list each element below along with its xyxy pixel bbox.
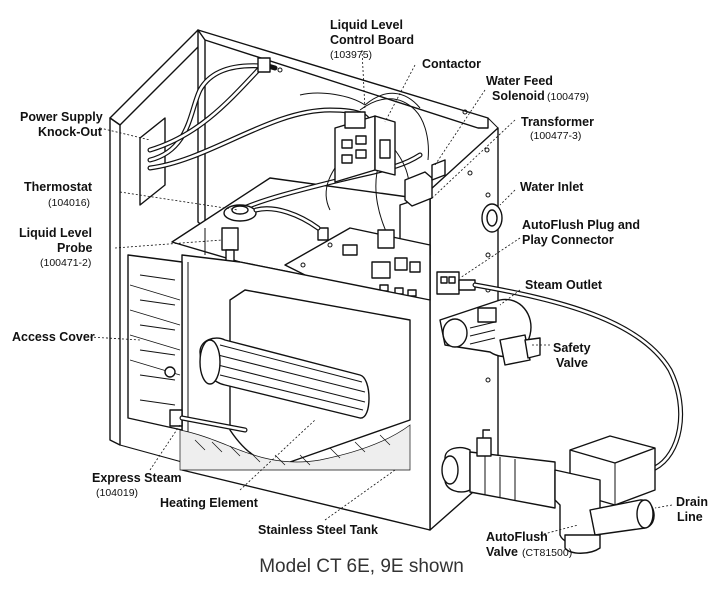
label-access-cover: Access Cover — [12, 330, 95, 344]
label-liquid-level-control-board-2: Control Board — [330, 33, 414, 47]
tank-hatch — [194, 434, 391, 466]
part-water-feed-solenoid: (100479) — [547, 91, 589, 103]
label-liquid-level-control-board-1: Liquid Level — [330, 18, 403, 32]
figure-caption: Model CT 6E, 9E shown — [259, 556, 464, 577]
label-power-supply-2: Knock-Out — [38, 125, 103, 139]
label-transformer: Transformer — [521, 115, 594, 129]
safety-valve — [499, 334, 541, 366]
label-drain-line-1: Drain — [676, 495, 708, 509]
label-water-feed-solenoid-1: Water Feed — [486, 74, 553, 88]
part-autoflush-valve: (CT81500) — [522, 547, 572, 559]
label-safety-valve-2: Valve — [556, 356, 588, 370]
part-liquid-level-control-board: (103975) — [330, 49, 372, 61]
part-liquid-level-probe: (100471-2) — [40, 257, 91, 269]
label-contactor: Contactor — [422, 57, 481, 71]
part-express-steam: (104019) — [96, 487, 138, 499]
drain-cable — [472, 282, 684, 471]
label-autoflush-valve-2: Valve — [486, 545, 518, 559]
water-inlet — [481, 203, 503, 233]
label-safety-valve-1: Safety — [553, 341, 591, 355]
part-transformer: (100477-3) — [530, 130, 581, 142]
label-autoflush-plug-2: Play Connector — [522, 233, 614, 247]
label-autoflush-valve-1: AutoFlush — [486, 530, 548, 544]
part-thermostat: (104016) — [48, 197, 90, 209]
label-liquid-level-probe-2: Probe — [57, 241, 92, 255]
label-water-inlet: Water Inlet — [520, 180, 584, 194]
label-liquid-level-probe-1: Liquid Level — [19, 226, 92, 240]
heating-element — [199, 337, 370, 419]
label-stainless-steel-tank: Stainless Steel Tank — [258, 523, 378, 537]
label-express-steam: Express Steam — [92, 471, 182, 485]
autoflush-plug-connector — [436, 271, 476, 295]
leader-lines — [89, 49, 673, 536]
contactor — [334, 111, 396, 183]
control-board — [284, 227, 431, 306]
label-autoflush-plug-1: AutoFlush Plug and — [522, 218, 640, 232]
steam-outlet — [439, 298, 532, 358]
label-water-feed-solenoid-2: Solenoid — [492, 89, 545, 103]
label-steam-outlet: Steam Outlet — [525, 278, 603, 292]
labels: Liquid Level Control Board (103975) Cont… — [12, 18, 708, 559]
label-heating-element: Heating Element — [160, 496, 259, 510]
express-steam — [169, 409, 248, 433]
label-power-supply-1: Power Supply — [20, 110, 103, 124]
label-thermostat: Thermostat — [24, 180, 93, 194]
autoflush-valve — [441, 429, 656, 554]
access-cover — [127, 254, 183, 431]
label-drain-line-2: Line — [677, 510, 703, 524]
